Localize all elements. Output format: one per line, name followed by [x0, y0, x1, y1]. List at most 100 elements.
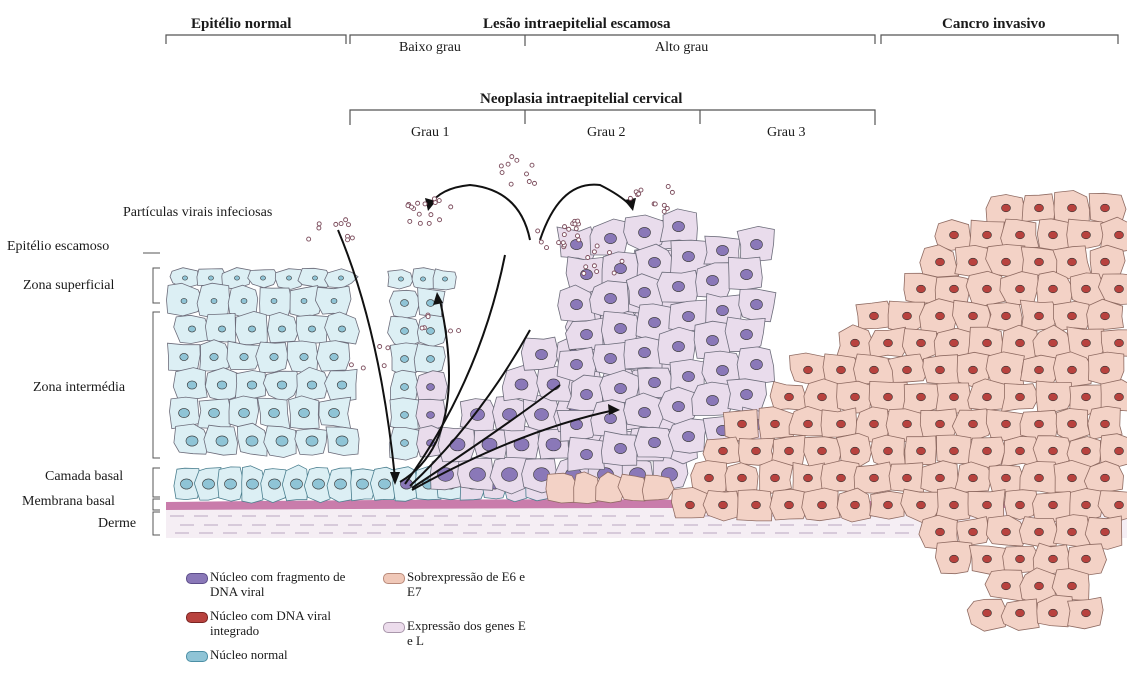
- viral-particle: [432, 197, 436, 201]
- viral-cell: [696, 263, 734, 298]
- cancer-cell: [937, 435, 971, 464]
- normal-basal-cell: [194, 468, 221, 501]
- cancer-cell: [919, 299, 956, 334]
- header-brackets: [166, 35, 1118, 125]
- legend-swatch-integrated-dna: [186, 612, 208, 623]
- normal-intermediate-cell: [295, 429, 327, 456]
- viral-particle: [418, 221, 422, 225]
- header-grade-2: Grau 2: [587, 126, 626, 140]
- viral-particle: [637, 192, 641, 196]
- cancer-cell: [1068, 597, 1104, 629]
- cancer-basal-cell: [574, 472, 599, 504]
- low-grade-cell: [389, 290, 420, 318]
- viral-cell: [624, 393, 665, 429]
- viral-particle: [361, 366, 365, 370]
- legend-item-viral-fragment: Núcleo com fragmento de DNA viral: [186, 570, 356, 599]
- normal-intermediate-cell: [204, 425, 238, 455]
- label-basal-layer: Camada basal: [45, 470, 123, 484]
- cancer-cell: [1022, 194, 1055, 222]
- low-grade-cell: [416, 371, 448, 403]
- cancer-cell: [905, 436, 936, 465]
- cancer-cell: [967, 599, 1007, 631]
- viral-particle: [350, 236, 354, 240]
- viral-particle: [612, 271, 616, 275]
- viral-particle: [378, 345, 382, 349]
- label-leaders: [143, 253, 160, 535]
- normal-intermediate-cell: [263, 371, 300, 402]
- viral-cell: [601, 431, 637, 465]
- viral-particle: [586, 256, 590, 260]
- legend-item-e-l-genes: Expressão dos genes E e L: [383, 619, 533, 648]
- cancer-cell: [856, 301, 893, 329]
- cancer-cell: [986, 245, 1025, 277]
- legend-item-e6-e7: Sobrexpressão de E6 e E7: [383, 570, 533, 599]
- cancer-basal-cell: [642, 475, 674, 500]
- viral-particle: [510, 155, 514, 159]
- cancer-cell: [759, 407, 794, 440]
- viral-particle: [423, 202, 427, 206]
- viral-particle: [307, 237, 311, 241]
- viral-cell: [438, 427, 475, 462]
- cancer-cell: [1053, 515, 1089, 549]
- legend-label-e6-e7: Sobrexpressão de E6 e E7: [407, 570, 533, 599]
- viral-particle: [346, 223, 350, 227]
- viral-particle: [334, 222, 338, 226]
- normal-basal-cell: [218, 467, 245, 501]
- cancer-cell: [821, 408, 857, 438]
- low-grade-cell: [390, 398, 419, 430]
- viral-particle: [557, 241, 561, 245]
- normal-intermediate-cell: [227, 341, 261, 369]
- legend-label-viral-fragment: Núcleo com fragmento de DNA viral: [210, 570, 356, 599]
- viral-particle: [349, 363, 353, 367]
- viral-particle: [620, 259, 624, 263]
- viral-particle: [457, 329, 461, 333]
- viral-particle: [427, 221, 431, 225]
- viral-particle: [515, 158, 519, 162]
- viral-particle: [653, 202, 657, 206]
- legend-item-integrated-dna: Núcleo com DNA viral integrado: [186, 609, 346, 638]
- cancer-cell: [986, 195, 1024, 223]
- legend-label-normal-nucleus: Núcleo normal: [210, 648, 346, 663]
- legend-label-e-l-genes: Expressão dos genes E e L: [407, 619, 533, 648]
- cancer-cell: [854, 354, 895, 384]
- viral-cell: [458, 457, 494, 490]
- label-squamous-epithelium: Epitélio escamoso: [7, 240, 109, 254]
- cancer-cell: [989, 465, 1024, 493]
- cancer-cell: [1001, 599, 1039, 630]
- viral-particle: [563, 225, 567, 229]
- header-high-grade: Alto grau: [655, 41, 708, 55]
- viral-particle: [545, 246, 549, 250]
- cancer-cell: [952, 409, 992, 440]
- viral-particle: [575, 234, 579, 238]
- cancer-cell: [1067, 219, 1106, 248]
- normal-intermediate-cell: [205, 368, 240, 401]
- normal-intermediate-cell: [168, 343, 201, 371]
- viral-particle: [628, 196, 632, 200]
- normal-basal-cell: [282, 465, 308, 501]
- cancer-cell: [923, 355, 959, 386]
- viral-particle: [539, 240, 543, 244]
- cancer-cell: [888, 354, 927, 384]
- viral-particle: [584, 265, 588, 269]
- header-invasive-cancer: Cancro invasivo: [942, 17, 1045, 32]
- header-squamous-lesion: Lesão intraepitelial escamosa: [483, 17, 670, 32]
- normal-intermediate-cell: [229, 396, 259, 428]
- viral-particle: [573, 222, 577, 226]
- viral-cell: [727, 379, 767, 413]
- normal-intermediate-cell: [167, 283, 202, 316]
- cancer-cell: [723, 410, 758, 442]
- viral-particle: [416, 201, 420, 205]
- label-basal-membrane: Membrana basal: [22, 495, 115, 509]
- cancer-cell: [737, 490, 772, 521]
- viral-particle: [506, 162, 510, 166]
- viral-cell: [692, 382, 734, 415]
- viral-cell: [657, 270, 699, 302]
- viral-particle: [670, 190, 674, 194]
- normal-basal-cell: [327, 468, 353, 502]
- cancer-cell: [1053, 301, 1090, 331]
- low-grade-cell: [414, 344, 445, 373]
- viral-particle: [448, 329, 452, 333]
- label-viral-particles: Partículas virais infeciosas: [123, 206, 272, 220]
- normal-intermediate-cell: [260, 288, 293, 317]
- cancer-cell: [985, 570, 1024, 601]
